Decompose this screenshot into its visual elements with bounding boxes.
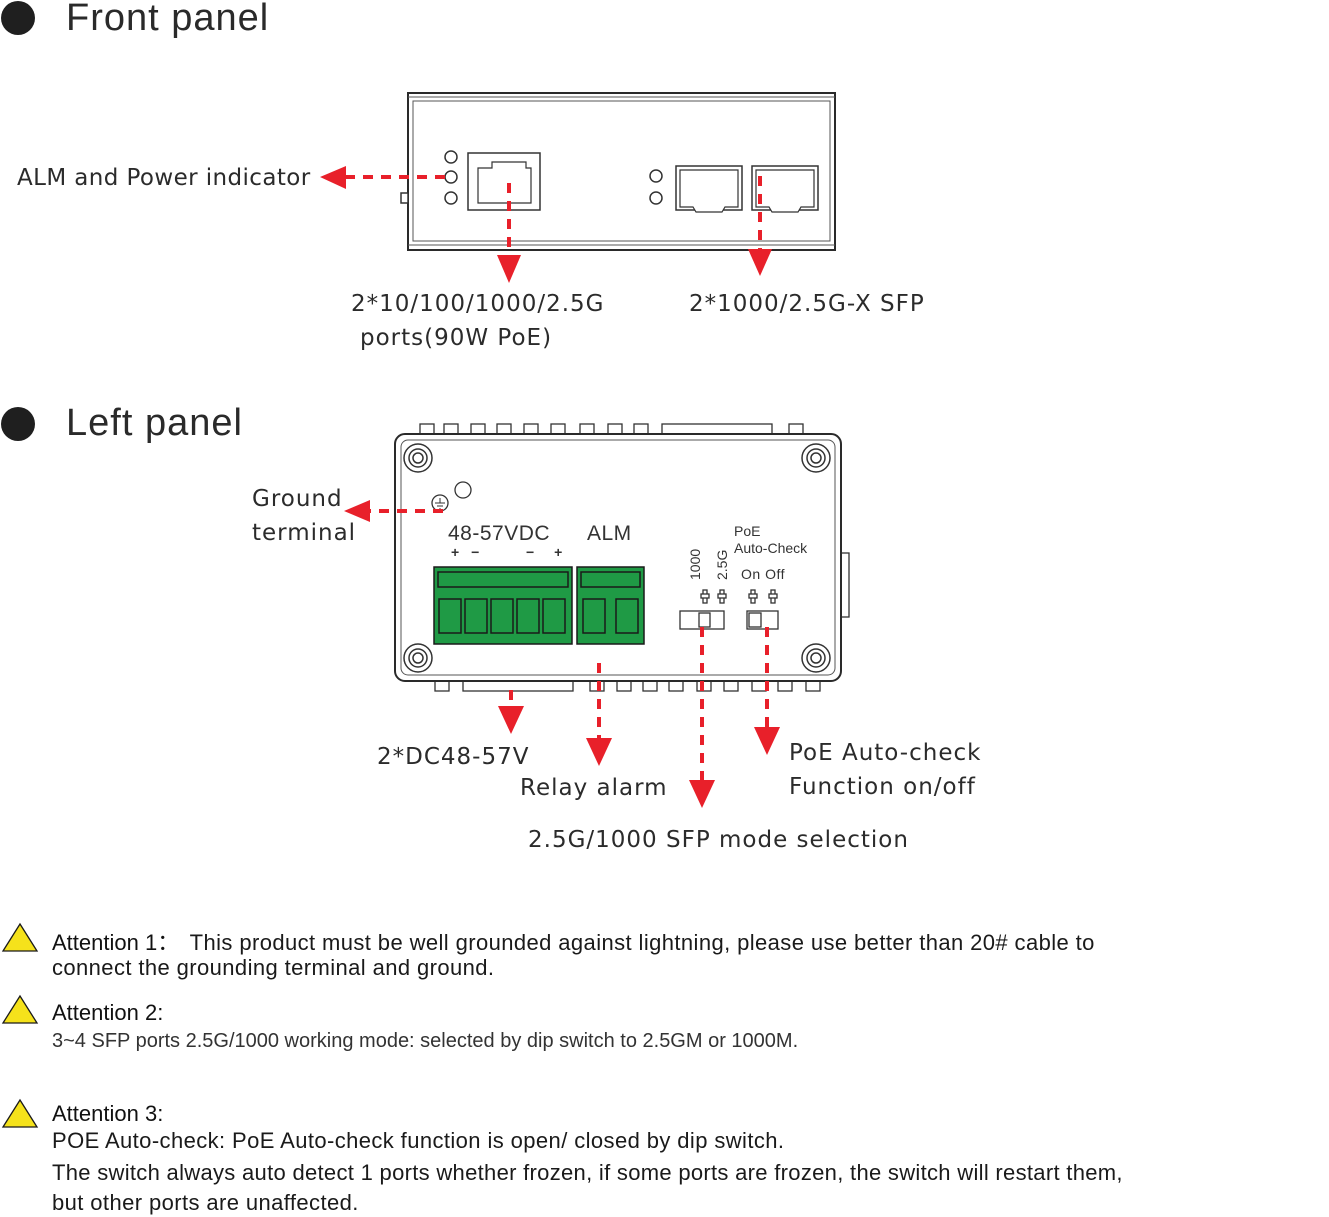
front-arrowheads <box>320 166 772 283</box>
attention-1-line1: This product must be well grounded again… <box>189 930 1095 955</box>
callout-ground-line1: Ground <box>252 486 343 512</box>
callout-ground-line2: terminal <box>252 520 357 546</box>
callout-copper-ports-line1: 2*10/100/1000/2.5G <box>351 291 605 317</box>
label-speed-25g: 2.5G <box>714 549 730 580</box>
front-panel-title: Front panel <box>66 0 270 39</box>
screw-icon <box>403 443 831 673</box>
attention-3-line2: The switch always auto detect 1 ports wh… <box>52 1160 1123 1185</box>
label-on-off: On Off <box>741 566 785 582</box>
attention-2-title: Attention 2: <box>52 1000 164 1025</box>
dip-switch-poe-check <box>746 589 779 630</box>
front-panel-device <box>400 92 836 251</box>
callout-poe-check-line2: Function on/off <box>789 774 976 800</box>
callout-poe-check-line1: PoE Auto-check <box>789 740 982 766</box>
label-poe: PoE <box>734 523 761 539</box>
label-power: 48-57VDC <box>448 522 551 545</box>
led-icon <box>444 191 458 205</box>
label-polarity-left: + − <box>451 544 484 560</box>
led-icon <box>649 191 663 205</box>
warning-triangle-icon <box>1 994 39 1024</box>
attention-1-title: Attention 1： <box>52 930 180 955</box>
label-polarity-right: − + <box>526 544 571 560</box>
power-terminal-block <box>433 566 573 645</box>
section-bullet-icon <box>1 1 35 35</box>
attention-3-line3: but other ports are unaffected. <box>52 1190 359 1215</box>
callout-copper-ports-line2: ports(90W PoE) <box>360 325 553 351</box>
front-arrows <box>342 175 762 260</box>
callout-relay: Relay alarm <box>520 775 668 801</box>
left-panel-device <box>394 423 850 692</box>
attention-1-line2: connect the grounding terminal and groun… <box>52 955 495 980</box>
led-icon <box>649 169 663 183</box>
callout-alm-power: ALM and Power indicator <box>17 165 311 191</box>
alarm-terminal-block <box>576 566 645 645</box>
attention-2-line1: 3~4 SFP ports 2.5G/1000 working mode: se… <box>52 1030 799 1052</box>
dip-switch-sfp-mode <box>679 589 727 630</box>
label-auto-check: Auto-Check <box>734 540 808 556</box>
warning-triangle-icon <box>1 922 39 952</box>
label-speed-1000: 1000 <box>687 548 703 580</box>
attention-3-line1: POE Auto-check: PoE Auto-check function … <box>52 1128 785 1153</box>
callout-sfp-ports: 2*1000/2.5G-X SFP <box>689 291 925 317</box>
callout-sfp-mode: 2.5G/1000 SFP mode selection <box>528 827 909 853</box>
label-alm: ALM <box>587 522 632 545</box>
attention-3-title: Attention 3: <box>52 1101 164 1126</box>
led-icon <box>444 150 458 164</box>
warning-triangle-icon <box>1 1098 39 1128</box>
left-arrows <box>368 509 769 782</box>
section-bullet-icon <box>1 407 35 441</box>
led-icon <box>444 170 458 184</box>
left-panel-title: Left panel <box>66 402 243 444</box>
warning-icons <box>1 922 39 1128</box>
attention-1: Attention 1： This product must be well g… <box>52 925 1095 957</box>
left-arrowheads <box>344 500 780 808</box>
callout-dc: 2*DC48-57V <box>377 744 530 770</box>
